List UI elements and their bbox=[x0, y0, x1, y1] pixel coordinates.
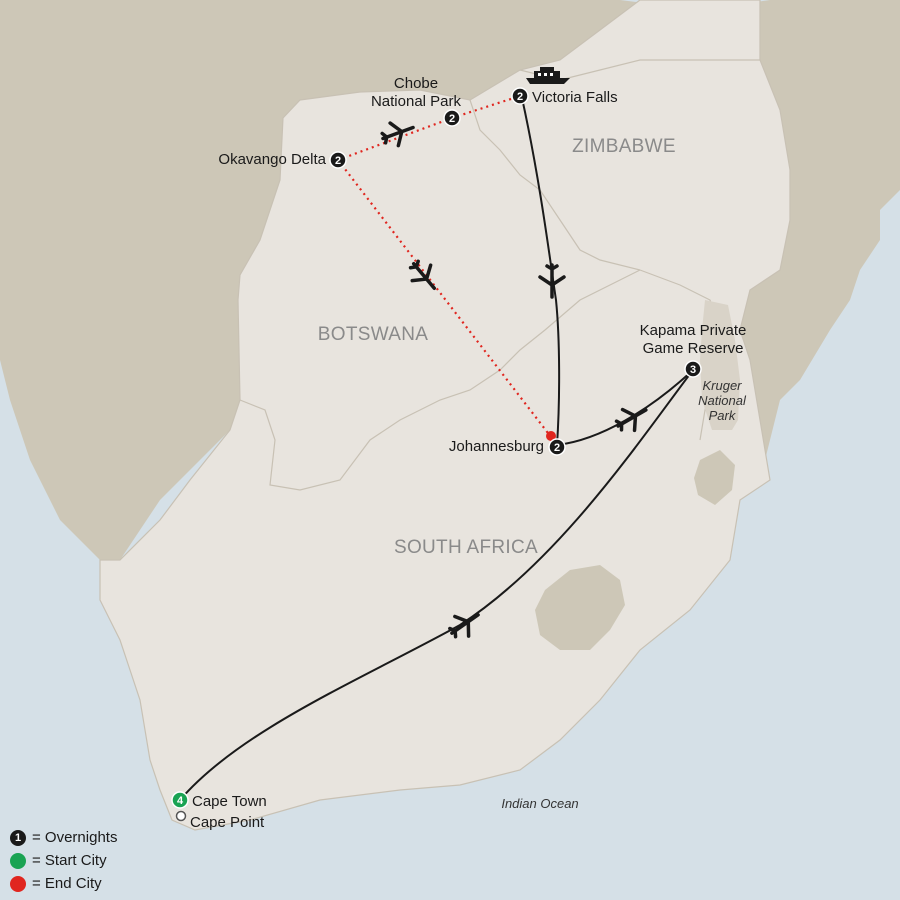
country-south-africa: SOUTH AFRICA bbox=[394, 537, 538, 558]
cape-point-marker bbox=[175, 810, 187, 822]
land-tour-region bbox=[99, 0, 791, 831]
eswatini bbox=[694, 450, 735, 505]
airplane-icon bbox=[538, 263, 566, 299]
overnight-badge-okavango: 2 bbox=[329, 151, 347, 169]
legend-overnights: 1 = Overnights bbox=[10, 826, 210, 849]
route-okavango-johannesburg bbox=[337, 159, 552, 438]
overnight-badge-chobe: 2 bbox=[443, 109, 461, 127]
route-victoria-falls-johannesburg bbox=[521, 97, 561, 446]
airplane-icon bbox=[380, 121, 415, 148]
kruger-park-area bbox=[700, 300, 740, 430]
label-cape-point: Cape Point bbox=[190, 814, 265, 831]
svg-text:2: 2 bbox=[517, 91, 523, 103]
start-city-badge-cape-town: 4 bbox=[171, 791, 189, 809]
label-kapama-line2: Game Reserve bbox=[643, 340, 744, 357]
border-botswana-sa bbox=[239, 269, 641, 491]
label-kapama-line1: Kapama Private bbox=[640, 322, 747, 339]
label-johannesburg: Johannesburg bbox=[449, 438, 544, 455]
svg-text:4: 4 bbox=[177, 795, 184, 807]
map-legend: 1 = Overnights = Start City = End City bbox=[10, 826, 210, 895]
label-indian-ocean: Indian Ocean bbox=[501, 796, 578, 811]
label-victoria-falls: Victoria Falls bbox=[532, 89, 618, 106]
legend-end-label: = End City bbox=[32, 875, 102, 892]
svg-text:2: 2 bbox=[449, 113, 455, 125]
overnight-badge-kapama: 3 bbox=[684, 360, 702, 378]
airplane-icon bbox=[408, 259, 437, 291]
legend-start-label: = Start City bbox=[32, 852, 107, 869]
label-kruger-line2: National bbox=[698, 393, 747, 408]
country-zimbabwe: ZIMBABWE bbox=[572, 136, 676, 157]
route-okavango-chobe bbox=[337, 116, 453, 162]
airplane-icon bbox=[448, 613, 480, 639]
legend-end: = End City bbox=[10, 872, 210, 895]
route-kapama-cape-town bbox=[179, 369, 694, 801]
boat-icon bbox=[526, 67, 570, 84]
end-city-dot-icon bbox=[10, 875, 26, 892]
start-city-dot-icon bbox=[10, 852, 26, 869]
svg-text:2: 2 bbox=[554, 442, 560, 454]
overnight-badge-icon: 1 bbox=[10, 829, 26, 846]
label-chobe-line2: National Park bbox=[371, 93, 462, 110]
legend-start: = Start City bbox=[10, 849, 210, 872]
airplane-icon bbox=[614, 407, 648, 433]
country-botswana: BOTSWANA bbox=[318, 324, 428, 345]
label-kruger-line3: Park bbox=[709, 408, 737, 423]
overnight-badge-victoria-falls: 2 bbox=[511, 87, 529, 105]
label-cape-town: Cape Town bbox=[192, 793, 267, 810]
label-chobe-line1: Chobe bbox=[394, 75, 438, 92]
label-okavango-delta: Okavango Delta bbox=[218, 151, 326, 168]
end-city-dot-johannesburg bbox=[546, 431, 556, 441]
lesotho bbox=[535, 565, 625, 650]
svg-text:3: 3 bbox=[690, 364, 696, 376]
legend-overnights-label: = Overnights bbox=[32, 829, 118, 846]
overnight-badge-johannesburg: 2 bbox=[548, 438, 566, 456]
svg-text:2: 2 bbox=[335, 155, 341, 167]
label-kruger-line1: Kruger bbox=[702, 378, 742, 393]
